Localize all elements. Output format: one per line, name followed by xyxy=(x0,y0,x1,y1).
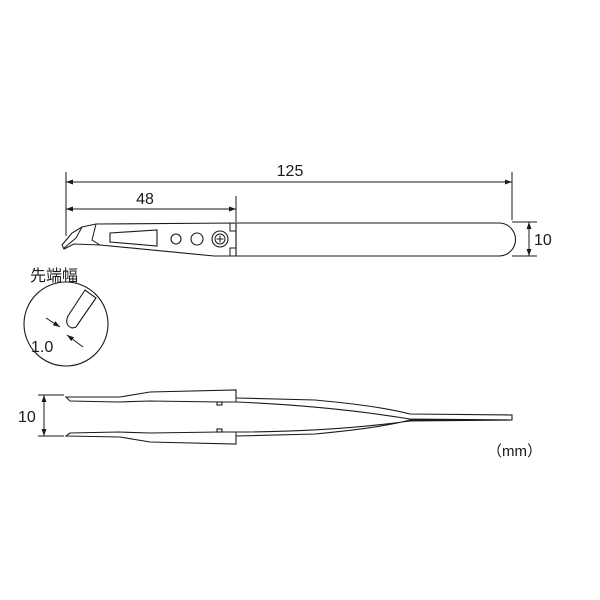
body-width-label: 10 xyxy=(534,232,552,249)
lower-arm xyxy=(64,419,513,445)
detail-arrow-right xyxy=(66,334,84,348)
total-length-label: 125 xyxy=(277,163,304,180)
tip-detail: 先端幅 1.0 xyxy=(23,267,109,367)
rivet-hole-1 xyxy=(170,233,182,245)
top-view: 125 48 10 xyxy=(61,163,552,257)
rivet-upper xyxy=(216,401,223,406)
side-view: 10 xyxy=(18,389,513,445)
handle-joint xyxy=(229,223,236,256)
open-gap-label: 10 xyxy=(18,409,36,426)
screw-inner xyxy=(214,233,226,245)
tip-section-length-label: 48 xyxy=(136,191,154,208)
rivet-hole-2 xyxy=(190,232,204,246)
upper-arm xyxy=(64,389,513,421)
tip-bevel xyxy=(91,223,101,246)
tweezers-handle xyxy=(235,222,517,257)
rivet-lower xyxy=(216,428,223,433)
tweezers-slot xyxy=(109,229,158,247)
unit-label: （mm） xyxy=(487,443,542,460)
tip-width-value: 1.0 xyxy=(31,339,53,356)
detail-tip-shape xyxy=(66,289,97,329)
detail-arrow-left xyxy=(45,317,61,328)
tip-hook xyxy=(63,226,83,249)
tip-width-title: 先端幅 xyxy=(30,267,78,285)
